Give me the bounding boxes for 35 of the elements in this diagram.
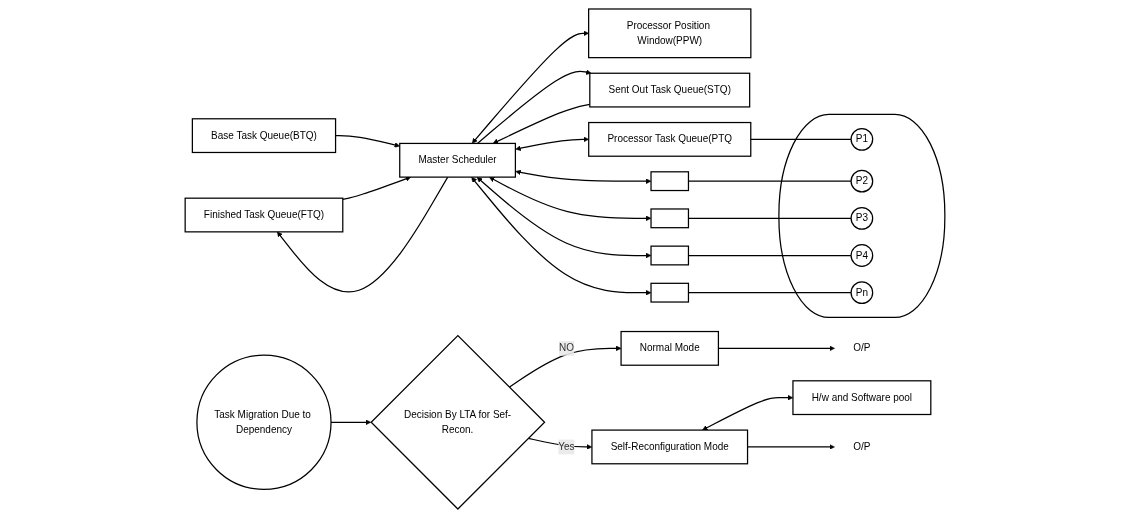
arrow xyxy=(476,177,652,259)
node-box xyxy=(650,245,690,266)
arrow xyxy=(508,345,622,388)
arrow xyxy=(471,30,589,144)
node-box xyxy=(650,171,690,192)
node-circle: P4 xyxy=(850,244,874,267)
node-circle: P1 xyxy=(850,127,874,151)
edge-label: Yes xyxy=(558,441,575,452)
arrow xyxy=(489,177,652,222)
node-circle: P3 xyxy=(850,206,874,230)
node-box: Sent Out Task Queue(STQ) xyxy=(589,72,751,108)
connector xyxy=(750,138,852,140)
node-box: Base Task Queue(BTQ) xyxy=(191,118,337,154)
edge-label: NO xyxy=(558,342,574,354)
node-box: H/w and Software pool xyxy=(792,380,932,416)
arrow xyxy=(471,177,652,296)
node-circle: Task Migration Due to Dependency xyxy=(196,354,332,490)
node-box: Processor Task Queue(PTQ xyxy=(588,121,752,157)
node-box xyxy=(650,282,690,303)
arrow xyxy=(342,176,412,201)
node-diamond: Decision By LTA for Sef-Recon. xyxy=(370,334,546,510)
node-box: Normal Mode xyxy=(620,330,720,366)
node-box: Processor Position Window(PPW) xyxy=(588,8,752,59)
node-circle: P2 xyxy=(850,169,874,193)
arrow xyxy=(476,69,592,145)
arrow xyxy=(277,176,449,293)
node-circle: Pn xyxy=(850,281,874,305)
arrow xyxy=(515,136,589,151)
node-box xyxy=(650,208,690,229)
node-box: Finished Task Queue(FTQ) xyxy=(184,197,344,233)
node-text: O/P xyxy=(853,441,871,452)
node-text: O/P xyxy=(853,342,871,354)
node-box: Master Scheduler xyxy=(399,142,517,178)
arrow xyxy=(515,169,652,184)
node-box: Self-Reconfiguration Mode xyxy=(591,429,749,465)
